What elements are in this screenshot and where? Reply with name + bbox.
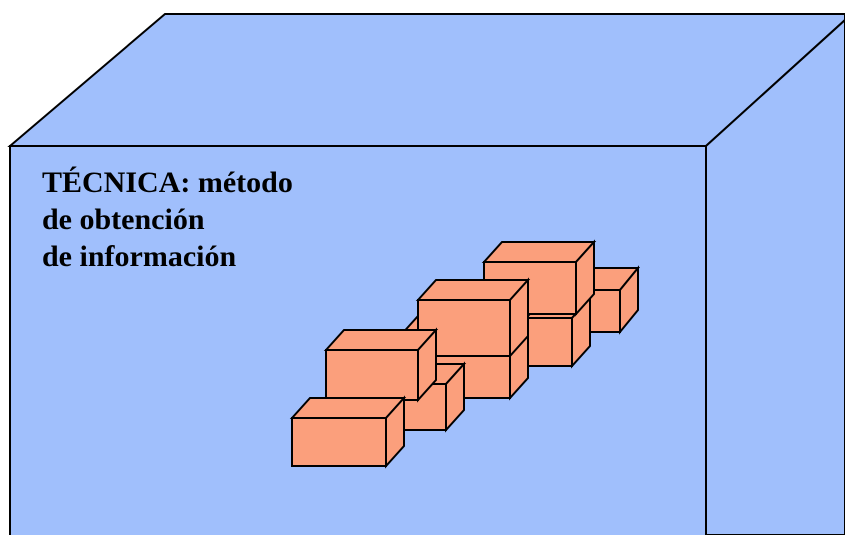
- brick: [415, 277, 531, 359]
- bricks-stack: [289, 239, 641, 469]
- cube-top-face: [7, 13, 845, 147]
- brick: [289, 395, 407, 469]
- brick-front-face: [291, 417, 387, 467]
- caption-line-3: de información: [42, 240, 237, 273]
- brick: [323, 327, 439, 403]
- caption-line-1: TÉCNICA: método: [42, 166, 293, 199]
- technique-caption: TÉCNICA: método de obtención de informac…: [42, 164, 293, 275]
- brick-front-face: [325, 349, 419, 401]
- brick-top-face: [289, 397, 407, 419]
- caption-line-2: de obtención: [42, 203, 205, 236]
